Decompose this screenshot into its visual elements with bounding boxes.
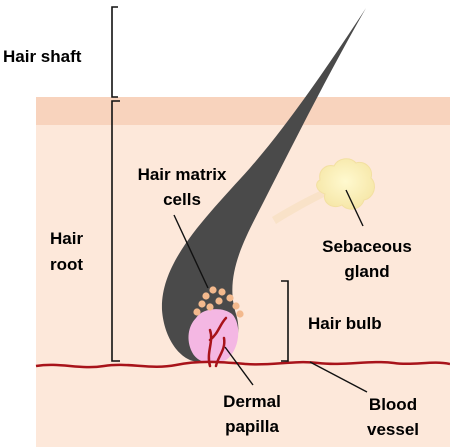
sebaceous-gland [316,158,375,210]
label-hair-matrix-line2: cells [163,190,201,209]
hair-follicle [161,8,366,362]
hair-shaft-bracket [111,6,118,98]
hair-root-bracket [111,100,120,362]
label-sebaceous-line2: gland [344,262,389,281]
hair-bulb-bracket [281,280,289,362]
hair-matrix-cells [193,286,244,318]
epidermis-layer [36,97,450,125]
sebaceous-pointer [345,189,364,227]
blood-vessel-pointer [309,361,368,393]
label-blood-line2: vessel [367,420,419,439]
label-hair-bulb: Hair bulb [308,314,382,333]
label-hair-root-line1: Hair [50,229,83,248]
label-hair-shaft: Hair shaft [3,47,82,66]
label-hair-root-line2: root [50,255,83,274]
label-hair-matrix-line1: Hair matrix [138,165,227,184]
label-dermal-line1: Dermal [223,392,281,411]
sebaceous-duct [272,190,326,224]
hair-matrix-pointer [173,214,209,289]
blood-vessel [35,360,450,369]
label-sebaceous-line1: Sebaceous [322,237,412,256]
dermal-papilla-pointer [224,346,254,386]
label-dermal-line2: papilla [225,417,279,436]
label-blood-line1: Blood [369,395,417,414]
